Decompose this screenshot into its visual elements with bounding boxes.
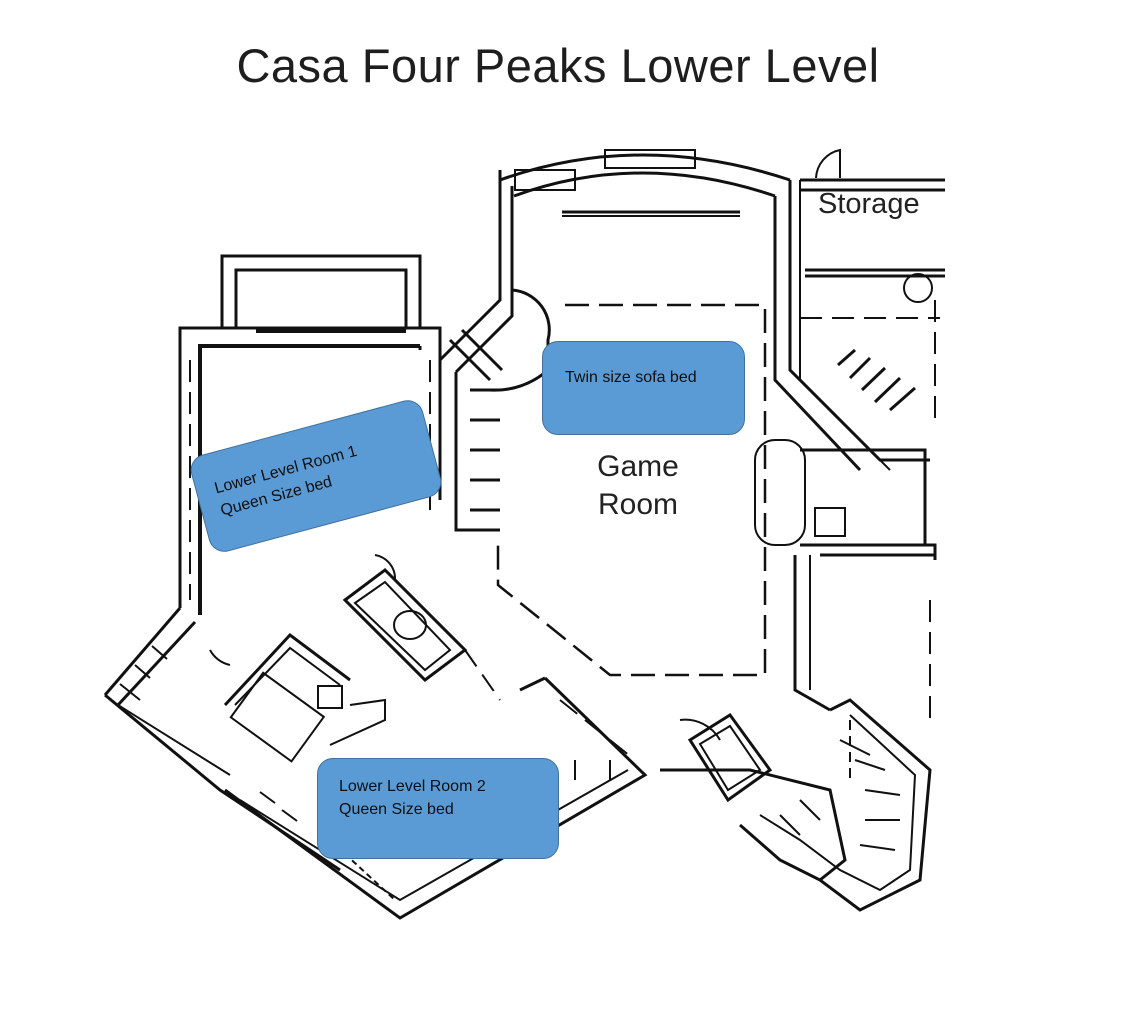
stair-southeast — [660, 698, 932, 912]
game-room-walls — [496, 148, 945, 720]
room2-callout-line1: Lower Level Room 2 — [339, 778, 486, 795]
room2-callout-line2: Queen Size bed — [339, 801, 454, 818]
storage-label: Storage — [818, 188, 920, 220]
stair-west — [438, 170, 551, 532]
sofa-bed-callout: Twin size sofa bed — [542, 341, 745, 435]
game-room-label: Game Room — [548, 448, 728, 524]
bath-walls — [209, 554, 501, 763]
sofa-bed-callout-text: Twin size sofa bed — [565, 369, 697, 386]
plan-title: Casa Four Peaks Lower Level — [236, 39, 880, 92]
game-room-label-line1: Game — [597, 450, 679, 483]
game-room-label-line2: Room — [597, 488, 679, 521]
room2-callout: Lower Level Room 2 Queen Size bed — [317, 758, 559, 859]
room1-walls — [178, 254, 442, 615]
